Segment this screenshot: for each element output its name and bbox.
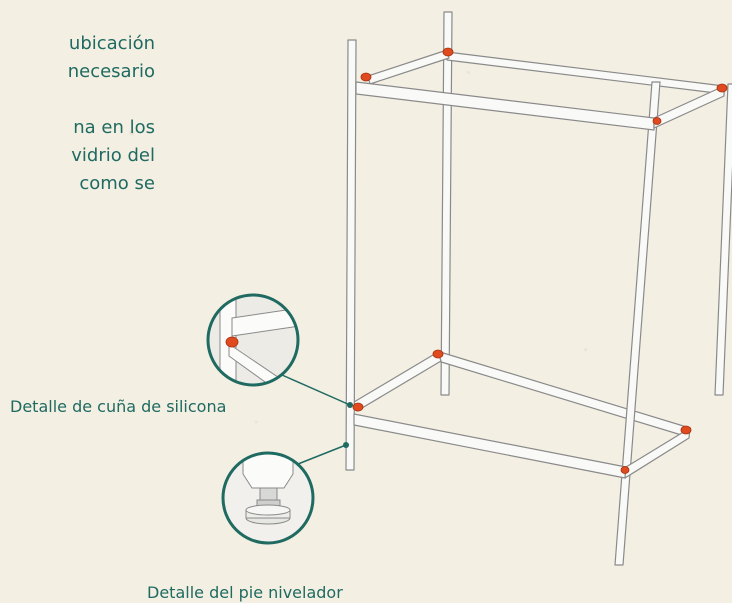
wedge-marker bbox=[360, 72, 372, 82]
bottom-right-rail bbox=[624, 427, 691, 479]
instruction-line: necesario bbox=[67, 61, 155, 82]
leader-dot bbox=[347, 402, 353, 408]
pie-detail-caption: Detalle del pie nivelador bbox=[147, 583, 343, 602]
pie-detail-inset bbox=[221, 442, 349, 545]
top-front-rail bbox=[355, 81, 655, 131]
top-right-rail bbox=[653, 85, 725, 129]
instruction-line: como se bbox=[79, 173, 155, 194]
wedge-marker bbox=[225, 336, 239, 348]
wedge-marker bbox=[352, 402, 364, 412]
leader-dot bbox=[343, 442, 349, 448]
wedge-marker bbox=[680, 425, 692, 435]
instruction-line: vidrio del bbox=[71, 145, 155, 166]
stand-frame bbox=[345, 11, 732, 566]
top-left-rail bbox=[367, 49, 450, 85]
bottom-left-rail bbox=[353, 351, 442, 412]
leader-line bbox=[281, 374, 351, 406]
instruction-text: ubicación necesario na en los vidrio del… bbox=[60, 30, 155, 198]
leader-line bbox=[297, 444, 347, 465]
front-right-post bbox=[614, 81, 661, 566]
bottom-front-rail bbox=[353, 413, 627, 479]
silicona-detail-inset bbox=[206, 293, 353, 408]
front-left-post bbox=[345, 39, 357, 471]
wedge-marker bbox=[652, 117, 662, 125]
wedge-marker bbox=[716, 83, 728, 93]
top-back-rail bbox=[446, 51, 725, 95]
bottom-back-rail bbox=[437, 351, 691, 438]
instruction-line: ubicación bbox=[68, 33, 155, 54]
instruction-line: na en los bbox=[73, 117, 155, 138]
back-left-post bbox=[440, 11, 453, 396]
wedge-marker bbox=[620, 466, 630, 474]
silicona-detail-caption: Detalle de cuña de silicona bbox=[10, 397, 227, 416]
back-right-post bbox=[714, 83, 732, 396]
wedge-marker bbox=[432, 349, 444, 359]
silicone-wedges bbox=[352, 47, 728, 474]
wedge-marker bbox=[442, 47, 454, 57]
